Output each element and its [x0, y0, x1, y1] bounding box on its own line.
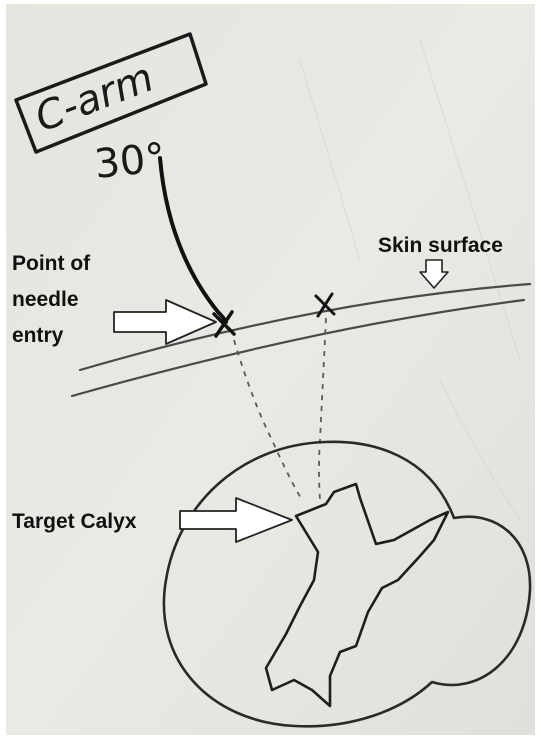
target-calyx-label: Target Calyx	[12, 510, 137, 533]
skin-surface-label: Skin surface	[378, 234, 503, 257]
needle-entry-label-line-2: needle	[12, 288, 79, 311]
needle-entry-label-line-3: entry	[12, 324, 64, 347]
c-arm-angle-label: 30°	[92, 135, 167, 188]
needle-entry-label-line-1: Point of	[12, 252, 91, 275]
